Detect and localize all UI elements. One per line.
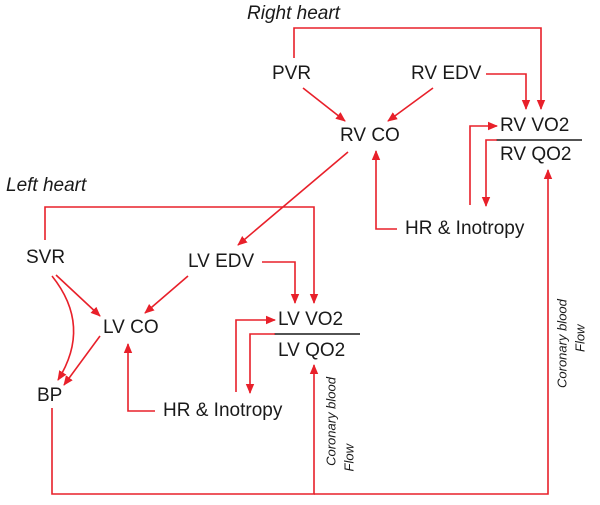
edge-bp-to-rv-qo2 [314,169,553,495]
rv-vo2-node: RV VO2 [500,115,569,136]
edge-loop-to-rv-qo2 [481,139,497,207]
edge-svr-to-bp [51,275,75,381]
edge-bp-to-lv-qo2 [51,364,319,495]
edge-lv-co-to-bp [63,335,101,386]
edge-rv-edv-to-rv-co [387,87,434,122]
bp-node: BP [37,385,62,406]
right-heart-title: Right heart [247,3,341,24]
edge-pvr-to-rv-co [302,87,346,122]
lv-qo2-node: LV QO2 [278,340,345,361]
lv-edv-node: LV EDV [188,251,255,272]
edge-pvr-to-rv-vo2 [293,27,546,110]
rv-edv-node: RV EDV [411,63,482,84]
edge-loop-to-lv-qo2 [245,333,275,394]
left-heart-title: Left heart [6,175,87,196]
edge-loop-to-lv-vo2 [235,315,276,392]
coronary-flow-label-left-line1: Coronary blood [323,376,338,466]
hr-inotropy-right-node: HR & Inotropy [405,218,525,239]
edge-hr-inotropy-to-lv-co [123,343,155,412]
pvr-node: PVR [272,63,311,84]
edge-lv-edv-to-lv-co [144,275,189,314]
coronary-flow-label-right-line1: Coronary blood [554,298,569,388]
rv-qo2-node: RV QO2 [500,144,571,165]
edge-svr-to-lv-vo2 [44,206,319,304]
rv-co-node: RV CO [340,125,400,146]
coronary-flow-label-left-line2: Flow [341,442,356,471]
lv-vo2-node: LV VO2 [278,309,343,330]
lv-co-node: LV CO [103,317,159,338]
hr-inotropy-left-node: HR & Inotropy [163,400,283,421]
edge-lv-edv-to-lv-vo2 [262,261,300,304]
edge-svr-to-lv-co [55,274,101,317]
edge-rv-edv-to-rv-vo2 [486,73,531,110]
coronary-flow-label-right-line2: Flow [572,323,587,352]
edge-loop-to-rv-vo2 [469,121,498,205]
diagram-edges [44,27,553,495]
svr-node: SVR [26,247,65,268]
edge-rv-co-to-lv-edv [237,151,349,246]
edge-hr-inotropy-to-rv-co [371,150,397,230]
